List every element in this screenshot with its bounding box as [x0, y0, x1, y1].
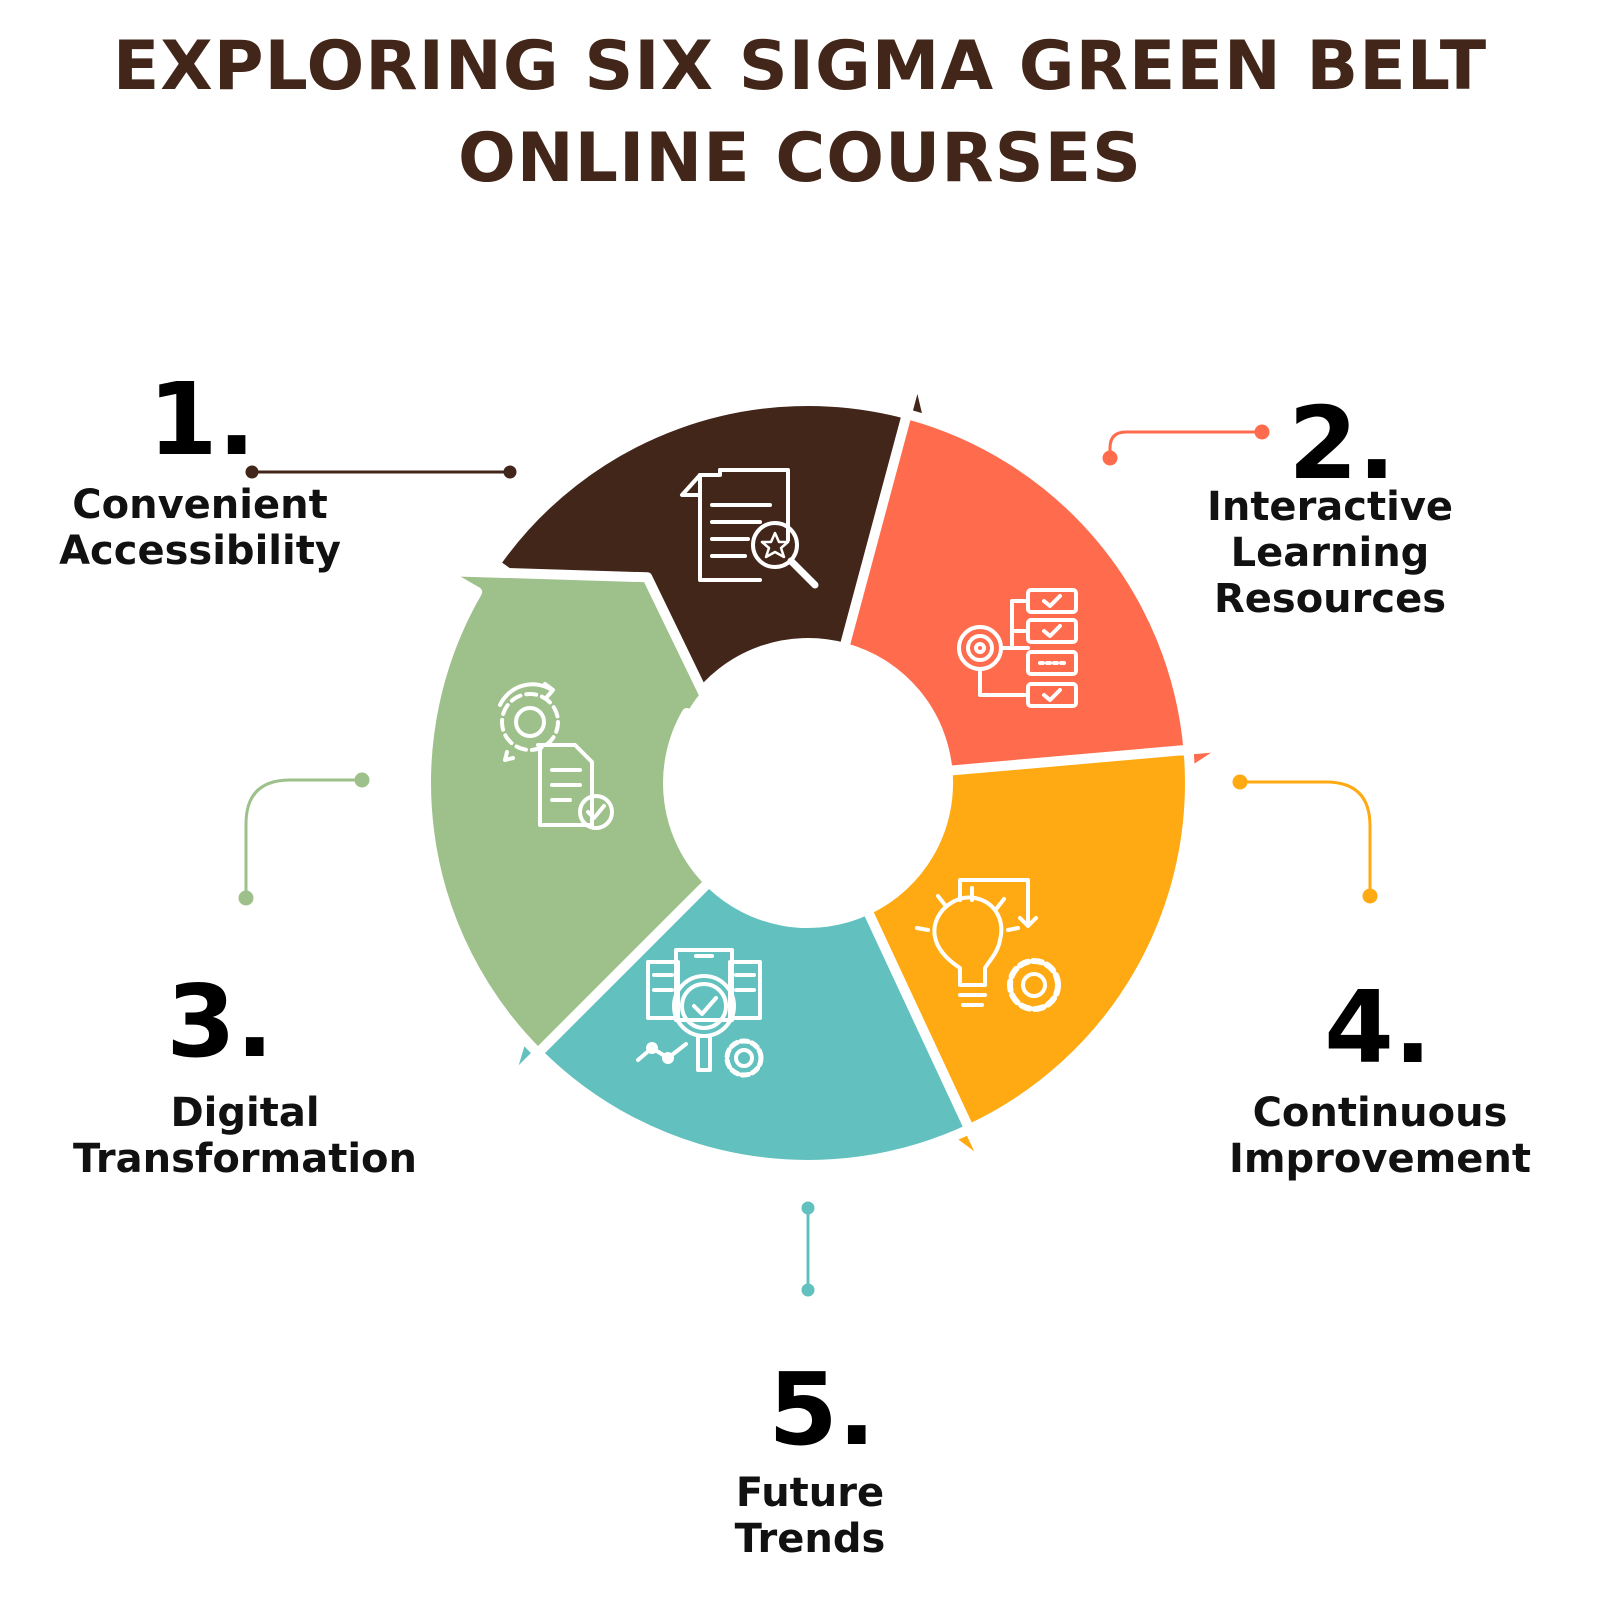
item-4-label-line-2: Improvement: [1228, 1136, 1531, 1182]
item-1-label-line-1: Convenient: [72, 482, 328, 528]
item-5-label-line-2: Trends: [734, 1516, 886, 1562]
analysis-magnifier-gear-icon: [636, 948, 764, 1078]
page-title-line-2: ONLINE COURSES: [457, 119, 1143, 198]
item-4-number: 4.: [1324, 969, 1432, 1086]
gear-document-check-icon: [498, 682, 614, 830]
item-3-label-line-1: Digital: [170, 1090, 320, 1136]
connector-1: [245, 465, 517, 479]
item-5-label: Future Trends: [660, 1470, 960, 1562]
item-5-number: 5.: [768, 1351, 876, 1468]
item-4-label: Continuous Improvement: [1180, 1090, 1580, 1182]
page-title-line-1: EXPLORING SIX SIGMA GREEN BELT: [112, 27, 1488, 106]
document-search-star-icon: [680, 468, 819, 589]
connector-5: [801, 1201, 815, 1297]
item-2-label-line-3: Resources: [1213, 576, 1447, 622]
item-1-number: 1.: [148, 361, 256, 478]
item-2-label: Interactive Learning Resources: [1180, 484, 1480, 622]
connector-3: [238, 772, 370, 906]
target-checklist-icon: [957, 588, 1078, 708]
item-1-label-line-2: Accessibility: [59, 528, 341, 574]
item-2-label-line-2: Learning: [1230, 530, 1430, 576]
item-2-number: 2.: [1288, 385, 1396, 502]
item-3-label: Digital Transformation: [40, 1090, 450, 1182]
ring-center: [668, 643, 948, 923]
item-3-number: 3.: [166, 963, 274, 1080]
lightbulb-gear-icon: [915, 878, 1061, 1012]
item-2-label-line-1: Interactive: [1206, 484, 1454, 530]
item-4-label-line-1: Continuous: [1252, 1090, 1508, 1136]
item-1-label: Convenient Accessibility: [40, 482, 360, 574]
item-5-label-line-1: Future: [735, 1470, 885, 1516]
connector-2: [1102, 424, 1270, 466]
connector-4: [1232, 774, 1378, 904]
item-3-label-line-2: Transformation: [73, 1136, 417, 1182]
